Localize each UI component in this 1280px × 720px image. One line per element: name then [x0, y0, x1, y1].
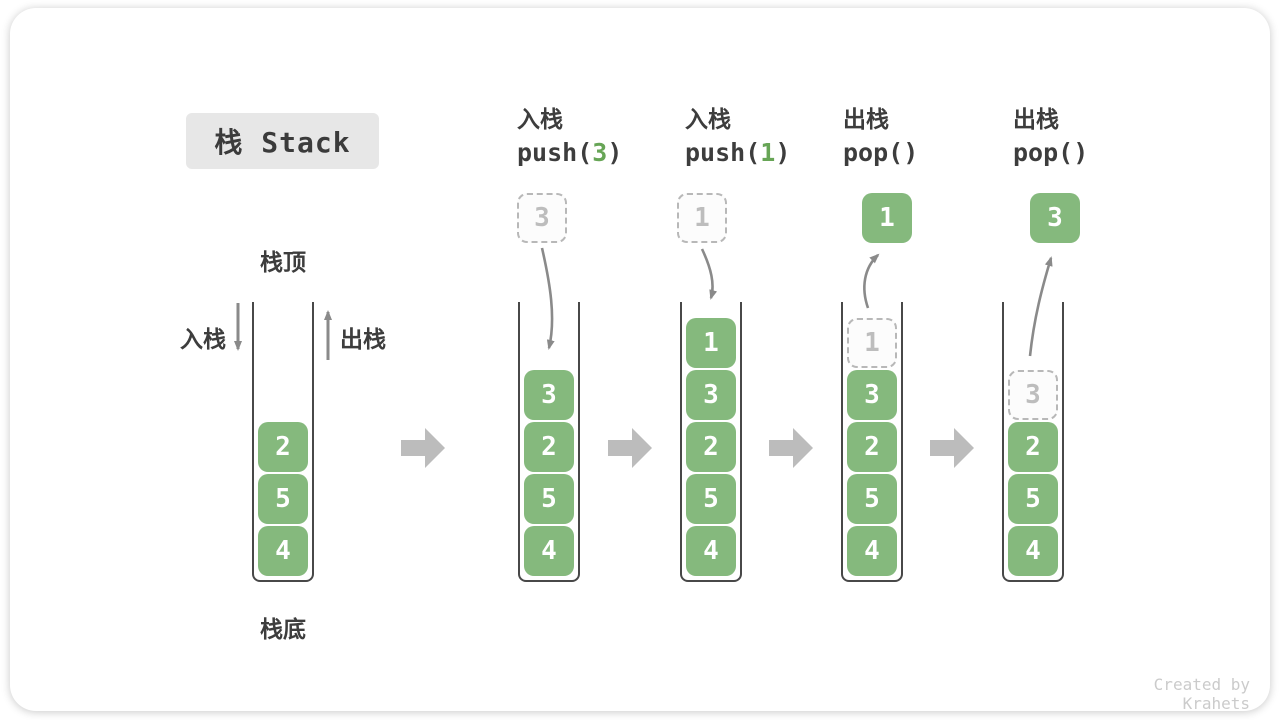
popped-element-3: 3	[1030, 193, 1080, 243]
stack-after-push-3: 3 2 5 4	[518, 302, 580, 582]
stack-item: 3	[686, 370, 736, 420]
code-prefix: push(	[685, 138, 761, 167]
code-suffix: )	[1073, 138, 1089, 167]
step-arrow-icon	[769, 428, 813, 468]
code-suffix: )	[607, 138, 623, 167]
header-pop-3: 出栈 pop()	[1013, 104, 1088, 172]
push-side-label: 入栈	[180, 326, 226, 352]
step-arrow-icon	[401, 428, 445, 468]
watermark: Created by Krahets	[1153, 675, 1250, 713]
stack-after-push-1: 1 3 2 5 4	[680, 302, 742, 582]
stack-ghost-slot: 3	[1008, 370, 1058, 420]
header-push-3-code: push(3)	[517, 134, 622, 172]
title-text: 栈 Stack	[214, 126, 351, 159]
stack-item: 4	[847, 526, 897, 576]
stack-item: 3	[524, 370, 574, 420]
header-push-1-zh: 入栈	[685, 106, 731, 132]
push-1-curve-arrow	[700, 248, 718, 300]
header-push-1: 入栈 push(1)	[685, 104, 790, 172]
stack-item: 5	[258, 474, 308, 524]
stack-item: 2	[847, 422, 897, 472]
header-pop-3-zh: 出栈	[1013, 106, 1059, 132]
stack-item: 5	[686, 474, 736, 524]
code-prefix: push(	[517, 138, 593, 167]
code-suffix: )	[903, 138, 919, 167]
stack-item: 5	[1008, 474, 1058, 524]
code-prefix: pop(	[843, 138, 904, 167]
header-push-1-code: push(1)	[685, 134, 790, 172]
header-pop-1: 出栈 pop()	[843, 104, 918, 172]
stack-item: 4	[258, 526, 308, 576]
incoming-element-3: 3	[517, 193, 567, 243]
pop-side-label: 出栈	[340, 326, 386, 352]
stack-item: 5	[847, 474, 897, 524]
header-pop-1-zh: 出栈	[843, 106, 889, 132]
code-arg: 1	[760, 138, 776, 167]
stack-item: 1	[686, 318, 736, 368]
stack-ghost-slot: 1	[847, 318, 897, 368]
stack-item: 4	[1008, 526, 1058, 576]
stack-item: 2	[686, 422, 736, 472]
code-prefix: pop(	[1013, 138, 1074, 167]
stack-item: 4	[524, 526, 574, 576]
stack-item: 2	[1008, 422, 1058, 472]
stack-item: 5	[524, 474, 574, 524]
pop-1-curve-arrow	[863, 253, 880, 309]
code-arg: 3	[592, 138, 608, 167]
stack-after-pop-3: 3 2 5 4	[1002, 302, 1064, 582]
header-push-3: 入栈 push(3)	[517, 104, 622, 172]
title-badge: 栈 Stack	[186, 113, 379, 169]
header-pop-1-code: pop()	[843, 134, 918, 172]
stack-bottom-label: 栈底	[260, 616, 306, 642]
stack-item: 3	[847, 370, 897, 420]
code-suffix: )	[775, 138, 791, 167]
stack-top-label: 栈顶	[260, 249, 306, 275]
popped-element-1: 1	[862, 193, 912, 243]
stack-initial: 2 5 4	[252, 302, 314, 582]
stack-after-pop-1: 1 3 2 5 4	[841, 302, 903, 582]
stack-item: 4	[686, 526, 736, 576]
stack-item: 2	[524, 422, 574, 472]
incoming-element-1: 1	[677, 193, 727, 243]
stack-item: 2	[258, 422, 308, 472]
step-arrow-icon	[608, 428, 652, 468]
header-push-3-zh: 入栈	[517, 106, 563, 132]
step-arrow-icon	[930, 428, 974, 468]
header-pop-3-code: pop()	[1013, 134, 1088, 172]
